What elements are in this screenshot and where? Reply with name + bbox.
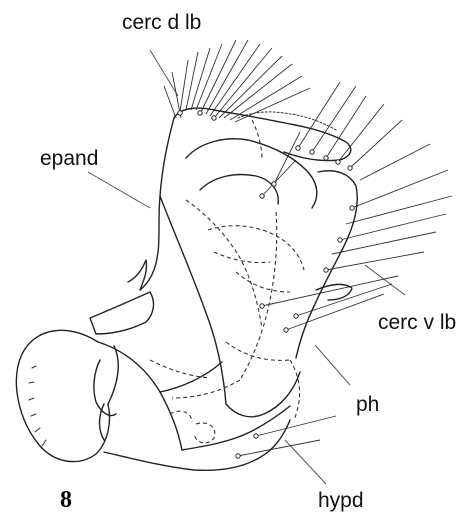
label-cerc-d-lb: cerc d lb xyxy=(122,12,201,33)
figure-number: 8 xyxy=(60,488,72,512)
leader-hypd xyxy=(285,440,326,484)
leader-epand xyxy=(88,172,150,208)
setae-sockets xyxy=(178,111,354,458)
label-ph: ph xyxy=(356,394,379,415)
label-hypd: hypd xyxy=(318,490,364,511)
internal-structures xyxy=(150,120,304,443)
leader-ph xyxy=(315,345,350,385)
leader-cerc-d-lb xyxy=(150,50,178,96)
lateral-setae xyxy=(238,82,452,456)
label-epand: epand xyxy=(40,148,98,169)
label-cerc-v-lb: cerc v lb xyxy=(378,312,456,333)
leader-cerc-v-lb xyxy=(365,265,405,295)
